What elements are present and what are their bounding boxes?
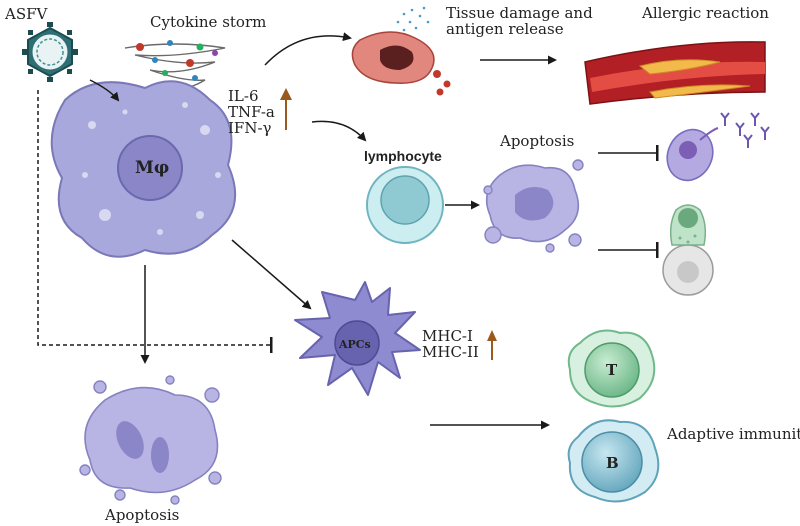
asfv-label: ASFV: [5, 5, 48, 23]
tissue-damage-label-line1: Tissue damage and: [446, 4, 593, 22]
cytokine-il6-label: IL-6: [228, 87, 259, 105]
lymphocyte-cell: [366, 166, 444, 244]
up-arrow-icon: [280, 88, 292, 130]
macrophage-label: Mφ: [135, 158, 170, 178]
apoptotic-cell-bottom: [79, 375, 222, 505]
mhc1-label: MHC-I: [422, 327, 473, 345]
apc-dendritic-cell: [294, 281, 421, 396]
blood-vessel-icon: [584, 41, 766, 105]
apoptotic-cell-top: [483, 159, 584, 253]
apcs-label: APCs: [339, 338, 371, 351]
arrow-to-tissue-damage: [264, 32, 352, 66]
adaptive-immunity-label: Adaptive immunity: [667, 425, 800, 443]
cytokine-ifng-label: IFN-γ: [228, 119, 272, 137]
pathway-arrows: [37, 32, 659, 430]
apoptosis-bottom-label: Apoptosis: [105, 506, 180, 524]
plasma-cell-icon: [666, 112, 770, 182]
asfv-virus-icon: [22, 22, 78, 82]
t-cell: [567, 329, 656, 408]
arrow-to-lymphocyte: [311, 120, 367, 142]
cytokine-tnfa-label: TNF-a: [228, 103, 275, 121]
inhibit-asfv-to-apcs: [37, 90, 273, 353]
up-arrow-icon: [487, 330, 497, 360]
b-cell: [567, 419, 660, 503]
cytokine-storm-label: Cytokine storm: [150, 13, 267, 31]
mhc2-label: MHC-II: [422, 343, 479, 361]
tissue-damage-label-line2: antigen release: [446, 20, 564, 38]
arrow-macrophage-to-apcs: [231, 239, 312, 310]
allergic-reaction-label: Allergic reaction: [642, 4, 769, 22]
b-cell-label: B: [606, 454, 619, 472]
apoptosis-top-label: Apoptosis: [500, 132, 575, 150]
arrow-asfv-to-macrophage: [89, 79, 120, 102]
cytotoxic-interaction-icon: [662, 204, 714, 296]
tissue-damage-icon: [351, 6, 451, 96]
lymphocyte-label: lymphocyte: [364, 148, 442, 164]
t-cell-label: T: [606, 361, 618, 379]
macrophage-cell: [50, 80, 237, 258]
